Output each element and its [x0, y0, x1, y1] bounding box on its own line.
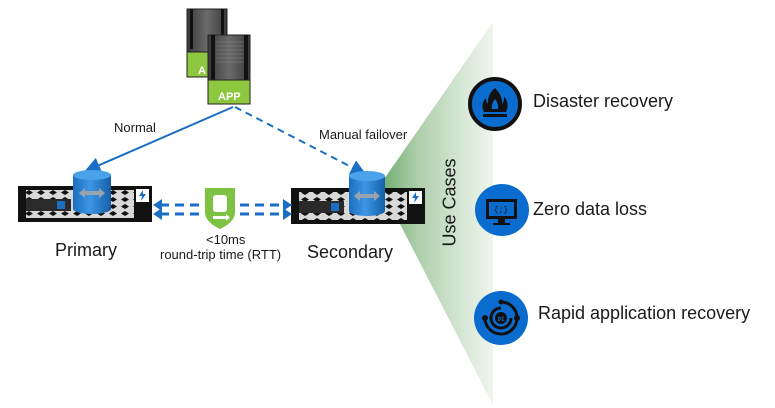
manual-failover-label: Manual failover [319, 127, 408, 142]
use-cases-title: Use Cases [439, 158, 460, 247]
app-server-front [207, 34, 251, 105]
secondary-label: Secondary [307, 242, 394, 262]
normal-link-label: Normal [114, 120, 156, 135]
snapmirror-shield-icon [205, 188, 235, 229]
normal-link [84, 106, 234, 173]
use-case-zero-data-loss: Zero data loss [533, 199, 648, 219]
manual-failover-link [234, 106, 367, 175]
netapp-logo-icon [57, 201, 65, 209]
primary-label: Primary [55, 240, 117, 260]
latency-value: <10ms [206, 232, 246, 247]
disaster-recovery-icon [468, 77, 522, 131]
use-cases-triangle [380, 22, 493, 405]
lightning-icon [139, 190, 146, 201]
app-label-back: A [198, 65, 206, 77]
primary-database-icon [73, 170, 111, 214]
replication-arrows [153, 199, 292, 220]
secondary-database-icon [349, 171, 385, 216]
primary-storage [18, 186, 152, 222]
netapp-logo-icon [331, 203, 339, 211]
lightning-icon [412, 192, 419, 203]
app-label: APP [218, 91, 241, 103]
rapid-recovery-icon: 01 [474, 291, 528, 345]
svg-text:{;}: {;} [494, 206, 508, 215]
zero-data-loss-icon: {;} [475, 184, 529, 236]
latency-label: round-trip time (RTT) [160, 247, 282, 262]
use-case-disaster-recovery: Disaster recovery [533, 91, 674, 111]
svg-text:01: 01 [498, 317, 505, 323]
use-case-rapid-application-recovery: Rapid application recovery [538, 303, 751, 323]
